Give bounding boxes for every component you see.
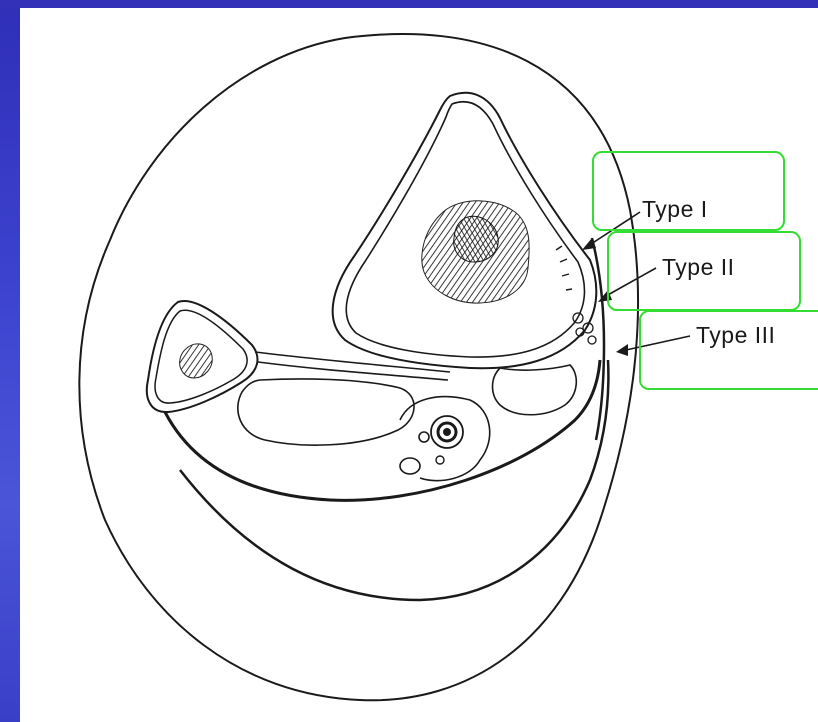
label-type-i: Type I xyxy=(642,196,708,223)
fascia-outline xyxy=(180,360,608,600)
periosteal-fringe xyxy=(556,246,572,290)
interosseous-membrane-2 xyxy=(258,362,448,380)
muscle-deep-left xyxy=(238,379,414,445)
cluster-4 xyxy=(588,336,596,344)
vessel-large-core xyxy=(443,428,451,436)
vessel-small-2 xyxy=(436,456,444,464)
interosseous-membrane xyxy=(255,352,450,372)
outer-outline xyxy=(79,34,638,700)
vessel-small-1 xyxy=(419,432,429,442)
muscle-deep-right xyxy=(493,365,577,415)
nerve xyxy=(400,458,420,474)
fibula-marrow xyxy=(180,344,213,378)
label-type-iii: Type III xyxy=(696,322,775,349)
label-type-ii: Type II xyxy=(662,254,735,281)
